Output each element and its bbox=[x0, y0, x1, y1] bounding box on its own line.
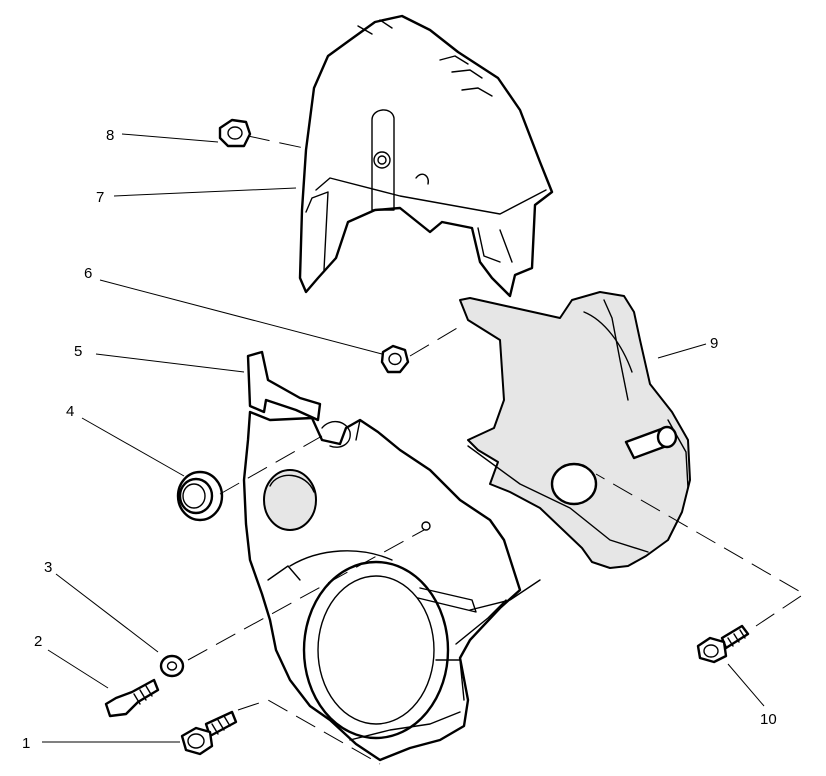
callout-5: 5 bbox=[74, 343, 82, 360]
seal-ring-part-4 bbox=[176, 470, 224, 522]
nut-part-8 bbox=[218, 118, 252, 148]
callout-10: 10 bbox=[760, 711, 777, 728]
callout-4: 4 bbox=[66, 403, 74, 420]
callout-1: 1 bbox=[22, 735, 30, 752]
gasket-part-5 bbox=[246, 350, 322, 422]
rear-timing-cover bbox=[459, 291, 691, 569]
alignment-lines bbox=[187, 135, 805, 765]
bolt-part-2 bbox=[104, 678, 160, 718]
callout-labels: 1 2 3 4 5 6 7 8 9 10 bbox=[22, 127, 777, 752]
nut-part-6 bbox=[380, 344, 410, 374]
callout-6: 6 bbox=[84, 265, 92, 282]
callout-8: 8 bbox=[106, 127, 114, 144]
flange-bolt-part-10 bbox=[696, 624, 750, 664]
upper-timing-cover bbox=[298, 14, 554, 298]
callout-2: 2 bbox=[34, 633, 42, 650]
flange-bolt-part-1 bbox=[180, 710, 238, 756]
leader-lines bbox=[42, 133, 765, 743]
lower-timing-cover bbox=[242, 410, 541, 762]
callout-7: 7 bbox=[96, 189, 104, 206]
callout-3: 3 bbox=[44, 559, 52, 576]
washer-part-3 bbox=[159, 654, 185, 678]
callout-9: 9 bbox=[710, 335, 718, 352]
